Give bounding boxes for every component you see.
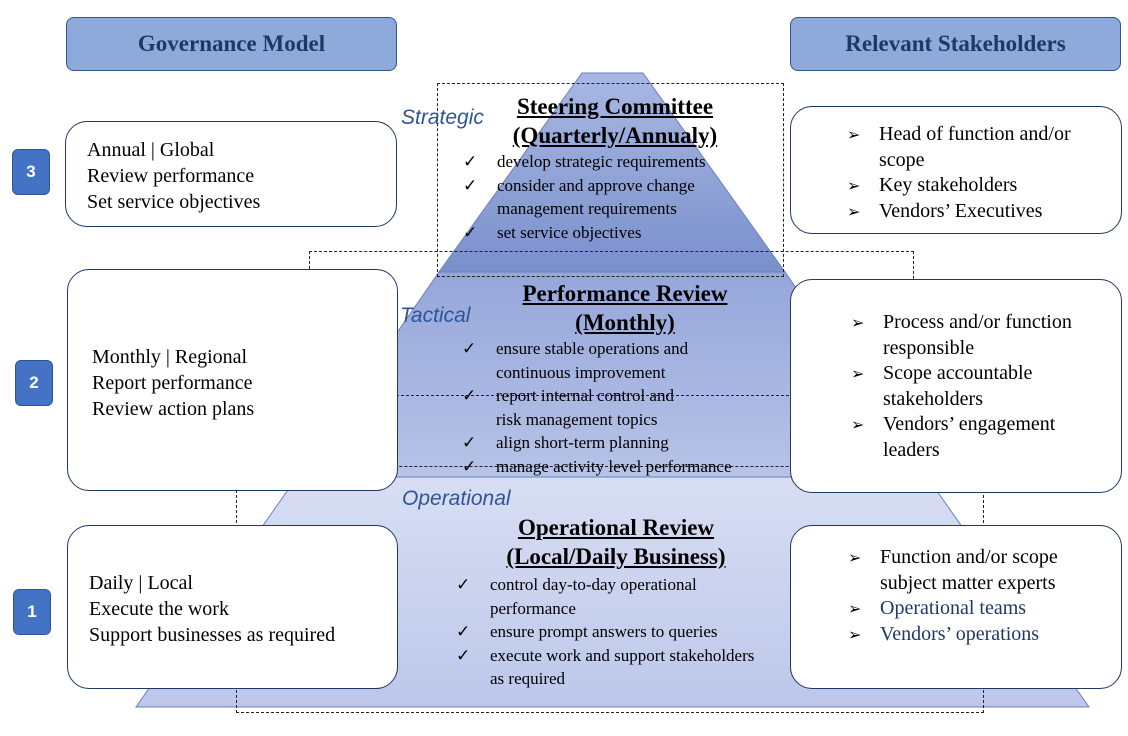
arrow-bullet-icon: ➢ [851, 364, 865, 383]
list-item: ✓develop strategic requirements [463, 150, 706, 174]
governance-text-strategic: Annual | Global Review performance Set s… [87, 137, 260, 215]
check-icon: ✓ [462, 456, 477, 476]
governance-box-operational [67, 525, 398, 689]
tier-title-strategic: Steering Committee (Quarterly/Annualy) [512, 94, 718, 148]
check-icon: ✓ [456, 622, 471, 641]
stakeholder-box-tactical [790, 279, 1122, 493]
tier-label-strategic: Strategic [401, 106, 484, 129]
governance-box-tactical [67, 269, 398, 491]
list-item: ➢Operational teams [848, 596, 1058, 622]
arrow-bullet-icon: ➢ [848, 548, 862, 567]
governance-text-tactical: Monthly | Regional Report performance Re… [92, 344, 254, 422]
tier-label-tactical: Tactical [400, 304, 471, 327]
tier-title-tactical: Performance Review (Monthly) [522, 281, 728, 335]
governance-line: Monthly | Regional [92, 346, 248, 368]
arrow-bullet-icon: ➢ [848, 599, 862, 618]
check-icon: ✓ [463, 175, 478, 195]
governance-line: Report performance [92, 372, 253, 394]
governance-line: Review performance [87, 165, 255, 187]
governance-line: Daily | Local [89, 572, 193, 594]
list-item: ✓align short-term planning [462, 431, 732, 455]
list-item: ✓set service objectives [463, 221, 706, 245]
check-icon: ✓ [463, 222, 478, 242]
level-badge-1: 1 [13, 589, 51, 635]
level-badge-3: 3 [12, 149, 50, 195]
list-item: ✓manage activity level performance [462, 455, 732, 479]
list-item: ➢Vendors’ Executives [847, 199, 1071, 225]
checklist-strategic: ✓develop strategic requirements ✓conside… [463, 150, 706, 244]
stakeholder-box-strategic [790, 106, 1122, 234]
arrow-bullet-icon: ➢ [847, 125, 861, 144]
check-icon: ✓ [456, 645, 471, 665]
level-badge-2: 2 [15, 360, 53, 406]
arrow-bullet-icon: ➢ [851, 313, 865, 332]
check-icon: ✓ [462, 339, 477, 358]
governance-line: Annual | Global [87, 139, 215, 161]
check-icon: ✓ [456, 575, 471, 594]
tier-label-operational: Operational [402, 487, 511, 510]
governance-line: Support businesses as required [89, 624, 336, 646]
arrow-bullet-icon: ➢ [848, 624, 862, 644]
arrow-bullet-icon: ➢ [847, 201, 861, 221]
governance-text-operational: Daily | Local Execute the work Support b… [89, 570, 335, 648]
stakeholder-box-operational [790, 525, 1122, 689]
check-icon: ✓ [462, 386, 477, 405]
list-item: ➢Vendors’ operations [848, 622, 1058, 648]
list-item: ➢Key stakeholders [847, 173, 1071, 199]
arrow-bullet-icon: ➢ [851, 415, 865, 434]
arrow-bullet-icon: ➢ [847, 176, 861, 195]
tier-title-operational: Operational Review (Local/Daily Business… [506, 515, 726, 569]
dashed-frame-strategic [437, 83, 784, 277]
header-relevant-stakeholders: Relevant Stakeholders [790, 17, 1121, 71]
check-icon: ✓ [463, 152, 478, 171]
check-icon: ✓ [462, 433, 477, 452]
governance-line: Execute the work [89, 598, 229, 620]
list-item: ✓ensure prompt answers to queries [456, 620, 754, 644]
governance-line: Review action plans [92, 398, 255, 420]
governance-box-strategic [65, 121, 397, 227]
governance-line: Set service objectives [87, 191, 261, 213]
header-governance-model: Governance Model [66, 17, 397, 71]
